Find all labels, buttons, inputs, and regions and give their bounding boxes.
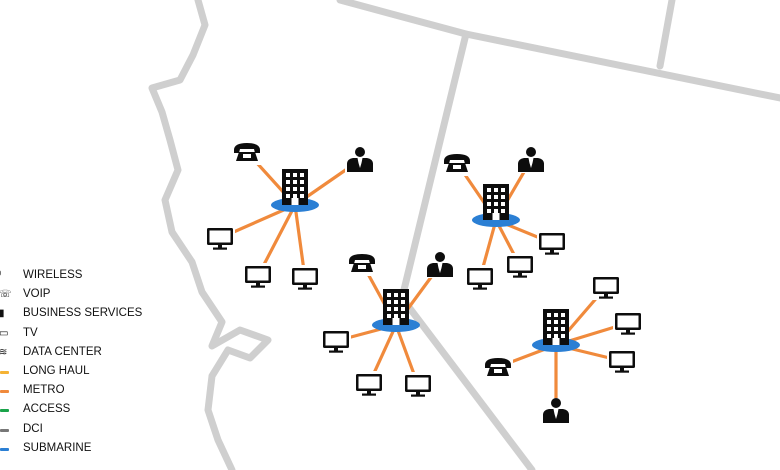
legend-label: DCI [23, 422, 43, 435]
legend-label: LONG HAUL [23, 364, 90, 377]
monitor-icon [321, 328, 351, 354]
legend-item-wireless: ⁾ WIRELESS [0, 266, 160, 285]
phone-icon [347, 250, 377, 276]
monitor-icon [403, 372, 433, 398]
california-coastline [148, 0, 272, 470]
nevada-north-border [336, 0, 780, 102]
building-icon [543, 309, 569, 345]
building-icon [282, 169, 308, 205]
monitor-icon [505, 253, 535, 279]
oregon-idaho-border [656, 0, 676, 70]
monitor-icon [205, 225, 235, 251]
monitor-icon [465, 265, 495, 291]
monitor-icon [537, 230, 567, 256]
user-icon [425, 252, 455, 278]
legend-label: METRO [23, 384, 65, 397]
user-icon [516, 147, 546, 173]
legend-item-tv: ▭ TV [0, 324, 160, 343]
hub-northeast [472, 184, 520, 227]
monitor-icon: ▭ [0, 327, 9, 339]
legend-item-submarine: SUBMARINE [0, 439, 160, 458]
phone-icon [232, 139, 262, 165]
legend-item-long-haul: LONG HAUL [0, 362, 160, 381]
submarine-line [0, 447, 9, 451]
endpoint-icons [205, 139, 643, 424]
building-icon: ▮ [0, 308, 5, 320]
legend-item-voip: ☏ VOIP [0, 285, 160, 304]
phone-icon [442, 150, 472, 176]
monitor-icon [243, 263, 273, 289]
legend-item-business-services: ▮ BUSINESS SERVICES [0, 304, 160, 323]
building-icon [383, 289, 409, 325]
hub-northwest [271, 169, 319, 212]
state-borders [148, 0, 780, 470]
legend-label: VOIP [23, 288, 51, 301]
monitor-icon [591, 274, 621, 300]
hub-center [372, 289, 420, 332]
monitor-icon [290, 265, 320, 291]
monitor-icon [354, 371, 384, 397]
monitor-icon [613, 310, 643, 336]
hub-southeast [532, 309, 580, 352]
legend-item-dci: DCI [0, 420, 160, 439]
wireless-icon: ⁾ [0, 266, 1, 285]
legend-item-metro: METRO [0, 381, 160, 400]
long-haul-line [0, 370, 9, 374]
legend-label: ACCESS [23, 403, 71, 416]
legend-label: BUSINESS SERVICES [23, 307, 143, 320]
user-icon [345, 147, 375, 173]
monitor-icon [607, 348, 637, 374]
legend-item-access: ACCESS [0, 400, 160, 419]
building-icon [483, 184, 509, 220]
legend-item-data-center: ≋ DATA CENTER [0, 343, 160, 362]
metro-line [0, 390, 9, 394]
legend-label: DATA CENTER [23, 345, 102, 358]
legend-label: WIRELESS [23, 269, 83, 281]
user-icon [541, 398, 571, 424]
phone-icon [483, 354, 513, 380]
phone-icon: ☏ [0, 289, 12, 301]
access-line [0, 409, 9, 413]
legend-label: TV [23, 326, 38, 339]
data-center-icon: ≋ [0, 346, 8, 358]
legend-label: SUBMARINE [23, 441, 92, 454]
dci-line [0, 428, 9, 432]
business-hubs [271, 169, 580, 352]
legend: ⁾ WIRELESS ☏ VOIP ▮ BUSINESS SERVICES ▭ … [0, 266, 160, 458]
